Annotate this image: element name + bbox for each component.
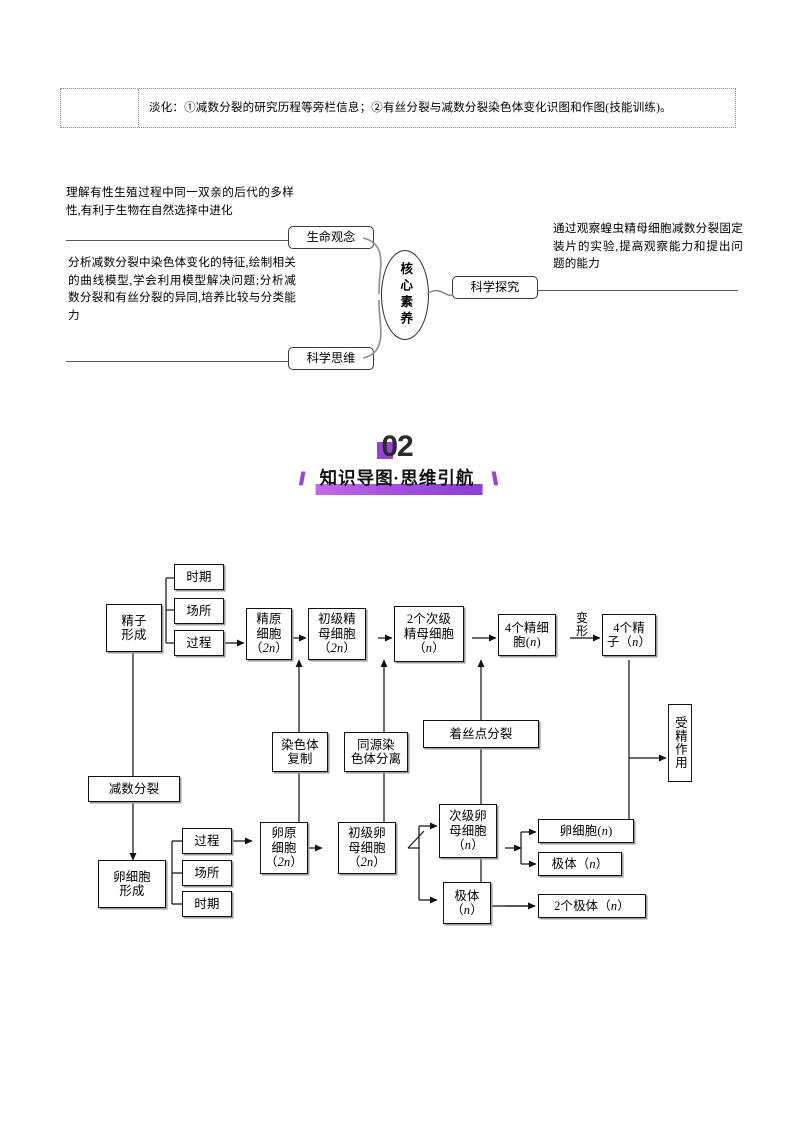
banner-square-accent (377, 442, 393, 459)
section-banner: 02 // 知识导图·思维引航 \\ (0, 430, 794, 502)
node-egg-formation-label: 卵细胞 形成 (113, 869, 151, 898)
node-scientific-inquiry[interactable]: 科学探究 (452, 276, 538, 300)
node-polar-bodies-two-label: 2个极体（n） (554, 898, 630, 913)
note-table-empty-cell (61, 89, 139, 128)
node-spermatogonium-label: 精原 细胞 （2n） (250, 612, 288, 656)
node-egg-time[interactable]: 时期 (182, 891, 232, 917)
node-centromere-split[interactable]: 着丝点分裂 (423, 720, 539, 748)
banner-number: 02 (381, 430, 413, 463)
node-sperm-place[interactable]: 场所 (174, 598, 224, 624)
node-sperm-process-label: 过程 (186, 635, 212, 650)
node-sperm-place-label: 场所 (186, 603, 212, 618)
node-sperm-label: 4个精 子（n） (606, 620, 652, 649)
banner-title-text: 知识导图·思维引航 (319, 468, 475, 488)
node-egg-process[interactable]: 过程 (182, 828, 232, 854)
node-sperm-formation[interactable]: 精子 形成 (106, 604, 162, 652)
core-literacy-connectors (362, 237, 454, 359)
scientific-inquiry-rule (520, 290, 738, 291)
node-ovum[interactable]: 卵细胞(n) (538, 819, 634, 843)
node-meiosis-label: 减数分裂 (108, 781, 160, 796)
node-egg-formation[interactable]: 卵细胞 形成 (98, 860, 166, 908)
flowchart-connectors (129, 577, 667, 910)
scientific-thinking-rule (66, 361, 288, 362)
node-homologous-separation-label: 同源染 色体分离 (350, 737, 402, 766)
node-egg-process-label: 过程 (194, 833, 220, 848)
node-meiosis[interactable]: 减数分裂 (88, 776, 180, 802)
banner-right-slash-icon: \\ (491, 468, 498, 489)
node-fertilization-label: 受精作用 (673, 716, 688, 770)
node-polar-body-1[interactable]: 极体 （n） (443, 882, 491, 924)
node-spermatid[interactable]: 4个精细 胞(n) (498, 614, 556, 656)
node-fertilization[interactable]: 受精作用 (668, 704, 692, 782)
node-egg-time-label: 时期 (194, 896, 220, 911)
meiosis-flowchart: 精子 形成 时期 场所 过程 减数分裂 卵细胞 形成 过程 场所 时期 精原 (0, 548, 794, 948)
core-literacy-mindmap: 理解有性生殖过程中同一双亲的后代的多样性,有利于生物在自然选择中进化 分析减数分… (0, 172, 794, 392)
scientific-thinking-description: 分析减数分裂中染色体变化的特征,绘制相关的曲线模型,学会利用模型解决问题;分析减… (68, 256, 296, 322)
node-chromosome-replication[interactable]: 染色体 复制 (272, 732, 328, 772)
banner-title: 知识导图·思维引航 (312, 465, 483, 495)
node-primary-oocyte[interactable]: 初级卵 母细胞 （2n） (338, 822, 396, 874)
node-sperm-time[interactable]: 时期 (174, 564, 224, 590)
node-polar-body-1-label: 极体 （n） (451, 888, 483, 917)
life-concept-description: 理解有性生殖过程中同一双亲的后代的多样性,有利于生物在自然选择中进化 (66, 186, 294, 217)
node-sperm-time-label: 时期 (186, 569, 212, 584)
note-table-content-cell: 淡化：①减数分裂的研究历程等旁栏信息；②有丝分裂与减数分裂染色体变化识图和作图(… (149, 102, 672, 114)
banner-left-slash-icon: // (298, 468, 306, 489)
node-centromere-split-label: 着丝点分裂 (449, 726, 513, 741)
node-oogonium-label: 卵原 细胞 （2n） (265, 826, 303, 870)
node-oogonium[interactable]: 卵原 细胞 （2n） (260, 822, 308, 874)
node-chromosome-replication-label: 染色体 复制 (281, 737, 319, 766)
node-egg-place[interactable]: 场所 (182, 860, 232, 886)
banner-title-wrap: // 知识导图·思维引航 \\ (298, 465, 498, 495)
node-scientific-thinking[interactable]: 科学思维 (288, 347, 374, 371)
node-secondary-spermatocyte[interactable]: 2个次级 精母细胞 （n） (394, 606, 464, 662)
node-polar-body-2[interactable]: 极体（n） (538, 852, 622, 876)
node-sperm[interactable]: 4个精 子（n） (602, 614, 656, 656)
node-spermatid-label: 4个精细 胞(n) (504, 620, 550, 649)
node-secondary-oocyte-label: 次级卵 母细胞 （n） (449, 809, 487, 853)
node-polar-body-2-label: 极体（n） (551, 856, 609, 871)
node-core-literacy-center[interactable]: 核心素养 (381, 250, 429, 340)
life-concept-rule (66, 240, 288, 241)
node-egg-place-label: 场所 (194, 865, 220, 880)
scientific-inquiry-description: 通过观察蝗虫精母细胞减数分裂固定装片的实验,提高观察能力和提出问题的能力 (553, 222, 743, 271)
node-life-concept[interactable]: 生命观念 (288, 226, 374, 250)
node-spermatogonium[interactable]: 精原 细胞 （2n） (246, 608, 292, 660)
core-literacy-center-label: 核心素养 (398, 262, 413, 328)
label-transformation: 变形 (575, 611, 588, 639)
node-ovum-label: 卵细胞(n) (559, 823, 613, 838)
node-primary-spermatocyte[interactable]: 初级精 母细胞 （2n） (308, 608, 366, 660)
node-sperm-process[interactable]: 过程 (174, 630, 224, 656)
node-homologous-separation[interactable]: 同源染 色体分离 (344, 732, 408, 772)
node-primary-spermatocyte-label: 初级精 母细胞 （2n） (318, 612, 356, 656)
node-secondary-oocyte[interactable]: 次级卵 母细胞 （n） (439, 804, 497, 858)
node-polar-bodies-two[interactable]: 2个极体（n） (538, 894, 646, 918)
node-sperm-formation-label: 精子 形成 (121, 613, 147, 642)
node-secondary-spermatocyte-label: 2个次级 精母细胞 （n） (403, 612, 455, 656)
node-primary-oocyte-label: 初级卵 母细胞 （2n） (348, 826, 386, 870)
note-table: 淡化：①减数分裂的研究历程等旁栏信息；②有丝分裂与减数分裂染色体变化识图和作图(… (60, 88, 736, 129)
